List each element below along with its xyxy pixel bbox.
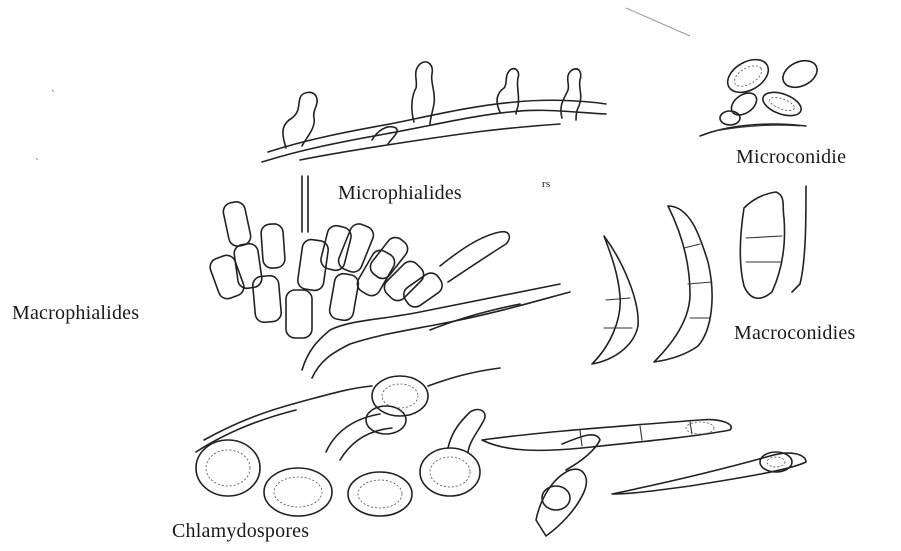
scan-artifact-dot (36, 158, 38, 160)
scan-artifact-dot (52, 90, 54, 92)
microconidia-drawing (700, 53, 821, 136)
microphialides-drawing (262, 62, 606, 162)
label-stray-mark: rs (542, 178, 550, 190)
label-macroconidies: Macroconidies (734, 322, 855, 345)
chlamydospores-drawing (196, 368, 806, 536)
macrophialides-drawing (208, 176, 570, 378)
label-microconidie: Microconidie (736, 146, 846, 169)
scan-artifact-line (626, 8, 690, 36)
label-macrophialides: Macrophialides (12, 302, 139, 325)
label-microphialides: Microphialides (338, 182, 462, 205)
label-chlamydospores: Chlamydospores (172, 520, 309, 543)
